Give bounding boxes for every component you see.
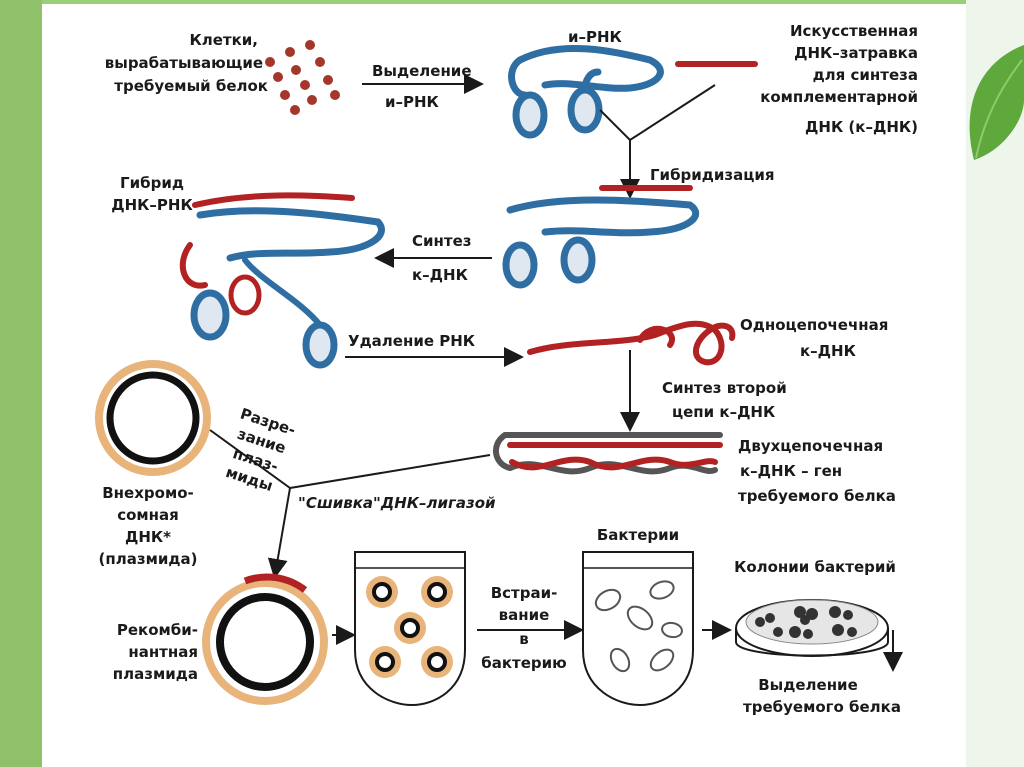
label-mrna: и–РНК [568, 28, 623, 46]
label-plasmid-1: Внехромо- [102, 484, 193, 502]
label-primer-4: комплементарной [760, 88, 918, 106]
label-isolate-2: и–РНК [385, 93, 440, 111]
label-double-1: Двухцепочечная [738, 437, 883, 455]
label-protein-1: Выделение [758, 676, 858, 694]
label-recomb-3: плазмида [113, 665, 198, 683]
label-primer-1: Искусственная [790, 22, 918, 40]
label-hybrid-1: Гибрид [120, 174, 184, 192]
label-single-2: к–ДНК [800, 342, 857, 360]
label-second-2: цепи к–ДНК [672, 403, 776, 421]
mrna-structure [508, 44, 664, 139]
label-recomb-2: нантная [128, 643, 198, 661]
label-primer-2: ДНК–затравка [794, 44, 918, 62]
label-colonies: Колонии бактерий [734, 558, 896, 576]
plasmid [95, 360, 211, 476]
slide-frame-top [0, 0, 1024, 4]
label-synth-1: Синтез [412, 232, 471, 250]
label-double-2: к–ДНК – ген [740, 462, 842, 480]
slide-frame-left [0, 0, 42, 767]
single-strand-cdna [527, 320, 736, 366]
label-ligase: "Сшивка"ДНК–лигазой [298, 494, 496, 512]
label-insert-3: в [519, 630, 529, 648]
label-cells-2: вырабатывающие [105, 54, 263, 72]
cells-icon [265, 40, 340, 115]
ligation-line [289, 454, 491, 489]
label-primer-3: для синтеза [813, 66, 918, 84]
label-cells-1: Клетки, [189, 31, 258, 49]
label-second-1: Синтез второй [662, 379, 787, 397]
arrow-to-recombinant [267, 487, 291, 579]
petri-dish [735, 599, 889, 657]
label-protein-2: требуемого белка [743, 698, 901, 716]
label-insert-1: Встраи- [491, 584, 558, 602]
label-cells-3: требуемый белок [114, 77, 268, 95]
label-hybridization: Гибридизация [650, 166, 775, 184]
label-plasmid-3: ДНК* [125, 528, 171, 546]
label-plasmid-2: сомная [117, 506, 179, 524]
label-insert-4: бактерию [481, 654, 566, 672]
leaf-decoration [969, 45, 1024, 160]
recombinant-plasmid [202, 573, 328, 705]
mrna-hybridized [502, 196, 700, 289]
label-primer-5: ДНК (к–ДНК) [805, 118, 918, 136]
label-plasmid-4: (плазмида) [99, 550, 198, 568]
label-bacteria: Бактерии [597, 526, 679, 544]
label-isolate-1: Выделение [372, 62, 472, 80]
tube-bacteria [582, 551, 694, 707]
cut-plasmid-line [209, 429, 291, 489]
label-insert-2: вание [499, 606, 550, 624]
double-strand-cdna [493, 432, 723, 475]
label-recomb-1: Рекомби- [117, 621, 198, 639]
label-rna-removal: Удаление РНК [348, 332, 476, 350]
hybrid-dna-rna [179, 192, 385, 369]
label-single-1: Одноцепочечная [740, 316, 888, 334]
tube-plasmids [354, 551, 466, 707]
label-hybrid-2: ДНК–РНК [111, 196, 193, 214]
hybridization-join [599, 84, 716, 142]
label-double-3: требуемого белка [738, 487, 896, 505]
label-synth-2: к–ДНК [412, 266, 469, 284]
